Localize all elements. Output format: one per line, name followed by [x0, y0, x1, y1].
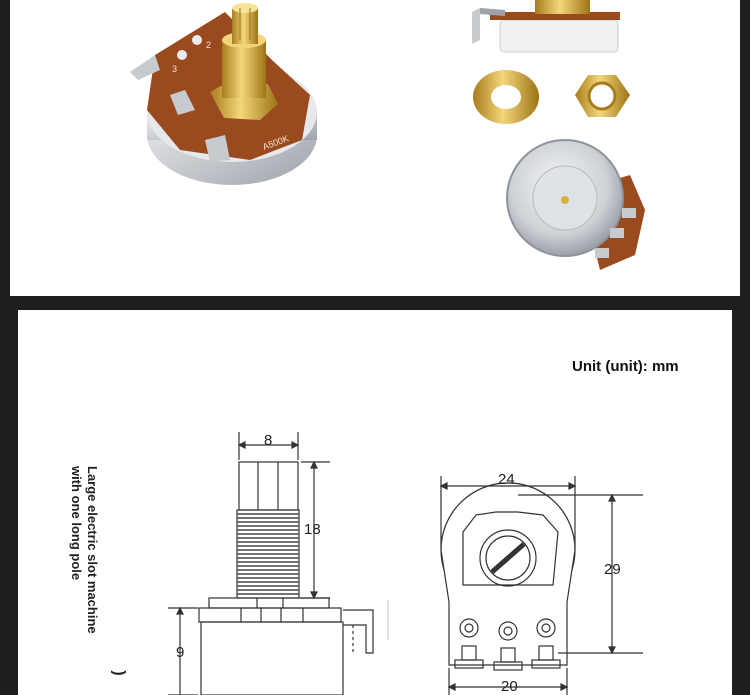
terminal-number: 3 [172, 64, 177, 74]
shaft-top [238, 461, 299, 511]
terminal-3 [536, 618, 556, 638]
resistor-board [440, 482, 576, 666]
terminal-number: 2 [206, 40, 211, 50]
dim-total-height: 29 [604, 561, 621, 578]
product-photo: 2 3 A500K [130, 0, 645, 270]
brass-washer-photo [473, 70, 539, 124]
product-photo-panel: 2 3 A500K [10, 0, 740, 296]
potentiometer-photo: 2 3 A500K [130, 3, 317, 185]
washer [198, 607, 342, 623]
potentiometer-back-photo [506, 139, 645, 270]
unit-label: Unit (unit): mm [572, 358, 679, 375]
dim-shaft-width: 8 [264, 432, 272, 449]
technical-drawing-panel: Unit (unit): mm Large electric slot mach… [18, 310, 732, 695]
nut [208, 597, 330, 609]
dim-shaft-length: 18 [304, 521, 321, 538]
hex-nut-photo [575, 75, 630, 117]
dimension-drawing: 8 18 9 24 29 20 [168, 432, 643, 695]
terminal-1 [459, 618, 479, 638]
potentiometer-side-photo [472, 0, 620, 53]
dim-body-height: 9 [176, 644, 184, 661]
dim-terminal-width: 20 [501, 678, 518, 695]
terminal-2 [498, 621, 518, 641]
dim-body-width: 24 [498, 471, 515, 488]
pot-body [200, 621, 344, 695]
shaft-boss [479, 529, 537, 587]
